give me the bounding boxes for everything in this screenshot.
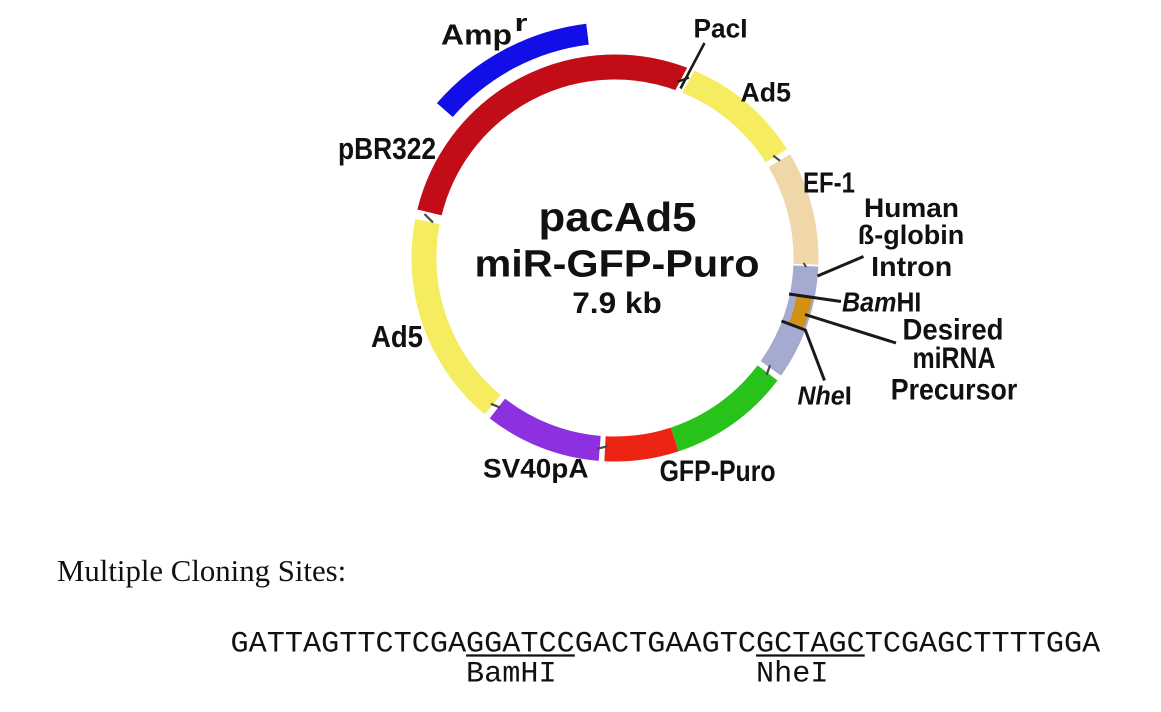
svg-text:Intron: Intron (871, 251, 952, 282)
svg-text:pacAd5: pacAd5 (539, 194, 697, 240)
svg-text:Human: Human (864, 193, 959, 223)
svg-text:SV40pA: SV40pA (483, 453, 589, 483)
svg-text:EF-1: EF-1 (803, 168, 855, 200)
svg-text:pBR322: pBR322 (338, 131, 436, 166)
svg-text:GATTAGTTCTCGAGGATCCGACTGAAGTCG: GATTAGTTCTCGAGGATCCGACTGAAGTCGCTAGCTCGAG… (231, 628, 1101, 662)
svg-text:Nhe: Nhe (798, 383, 845, 411)
svg-text:NheI: NheI (756, 658, 828, 692)
svg-text:Ad5: Ad5 (741, 78, 792, 108)
svg-text:Multiple Cloning Sites:: Multiple Cloning Sites: (57, 554, 346, 588)
svg-text:ß-globin: ß-globin (858, 220, 965, 250)
svg-text:I: I (845, 383, 852, 411)
svg-text:miR-GFP-Puro: miR-GFP-Puro (475, 244, 760, 286)
svg-text:HI: HI (897, 286, 922, 317)
svg-text:miRNA: miRNA (913, 342, 996, 375)
svg-text:r: r (515, 10, 528, 37)
svg-text:BamHI: BamHI (466, 658, 557, 692)
svg-text:PacI: PacI (694, 14, 748, 44)
svg-text:Precursor: Precursor (891, 374, 1018, 407)
svg-text:Desired: Desired (903, 314, 1004, 347)
svg-text:Amp: Amp (441, 20, 512, 52)
svg-text:Ad5: Ad5 (371, 319, 423, 354)
svg-text:GFP-Puro: GFP-Puro (660, 455, 776, 488)
svg-text:7.9 kb: 7.9 kb (572, 287, 662, 320)
svg-text:Bam: Bam (842, 286, 897, 317)
